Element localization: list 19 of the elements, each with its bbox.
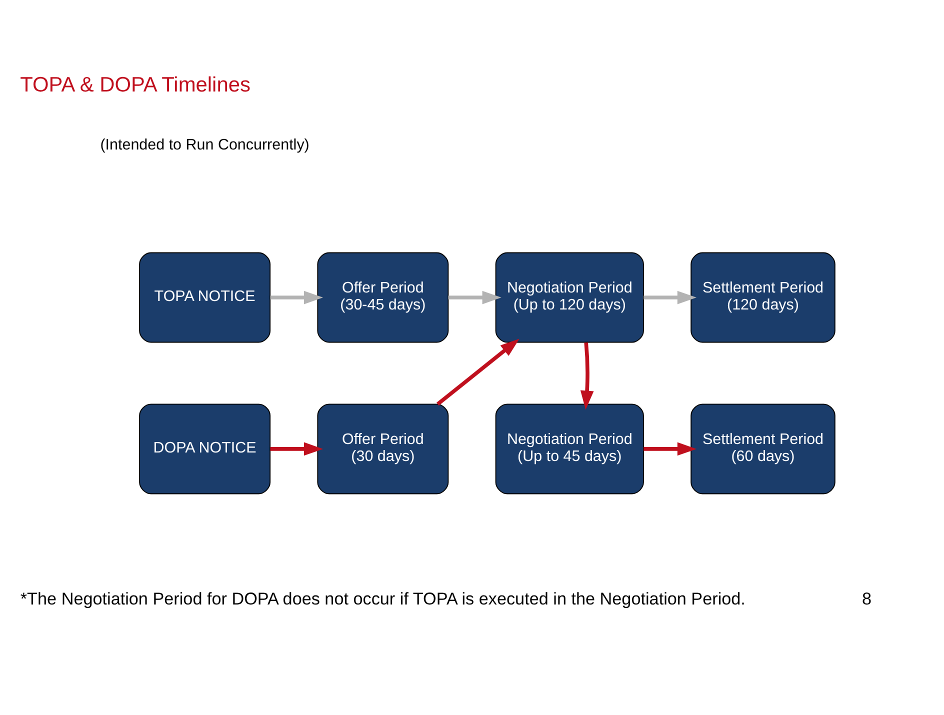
arrow	[270, 442, 324, 456]
arrow	[580, 342, 594, 410]
node-box: Offer Period (30 days)	[317, 403, 449, 494]
node-box: Offer Period (30-45 days)	[317, 252, 449, 342]
label: *The Negotiation Period for DOPA does not occur if TOPA is executed in the Negotiation Period.	[20, 588, 746, 608]
label: (Intended to Run Concurrently)	[100, 136, 310, 154]
node-box: Negotiation Period (Up to 120 days)	[495, 252, 644, 342]
node-box: Settlement Period (60 days)	[690, 403, 836, 494]
arrow	[448, 290, 502, 304]
node-box: Negotiation Period (Up to 45 days)	[495, 403, 644, 494]
arrow	[644, 442, 696, 456]
node-box: TOPA NOTICE	[139, 252, 271, 342]
arrow	[644, 290, 696, 304]
label: 8	[862, 588, 872, 608]
node-box: Settlement Period (120 days)	[690, 252, 836, 342]
node-box: DOPA NOTICE	[139, 403, 271, 494]
arrow	[270, 290, 324, 304]
diagram-title: TOPA & DOPA Timelines	[20, 72, 250, 96]
arrow	[436, 338, 520, 406]
